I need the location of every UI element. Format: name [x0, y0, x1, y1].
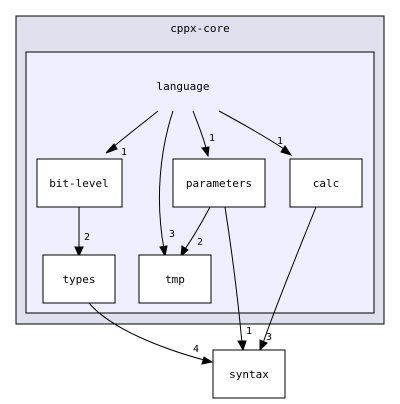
edge-label-bit-level-types: 2	[84, 232, 90, 243]
node-syntax-label: syntax	[229, 368, 269, 381]
node-parameters-label: parameters	[186, 177, 252, 190]
node-bit-level[interactable]: bit-level	[36, 158, 123, 208]
edge-label-language-tmp: 3	[169, 229, 175, 240]
edge-parameters-tmp: 2	[180, 206, 211, 258]
node-types[interactable]: types	[42, 254, 116, 304]
edge-language-parameters: 1	[192, 110, 215, 158]
edge-language-tmp: 3	[158, 110, 175, 258]
edge-types-syntax: 4	[88, 302, 214, 365]
edge-label-parameters-tmp: 2	[197, 237, 203, 248]
edge-label-types-syntax: 4	[193, 344, 199, 355]
edge-parameters-syntax: 1	[224, 206, 252, 352]
edge-label-language-bit-level: 1	[121, 147, 127, 158]
node-parameters[interactable]: parameters	[172, 158, 266, 208]
cluster-language-label: language	[157, 80, 210, 93]
edge-calc-syntax: 3	[259, 206, 317, 352]
node-calc[interactable]: calc	[289, 158, 363, 208]
edge-label-calc-syntax: 3	[266, 332, 272, 343]
edge-language-calc: 1	[218, 110, 293, 156]
node-types-label: types	[62, 273, 95, 286]
node-syntax[interactable]: syntax	[212, 349, 286, 399]
node-calc-label: calc	[313, 177, 340, 190]
node-tmp[interactable]: tmp	[138, 254, 212, 304]
edge-bit-level-types: 2	[74, 207, 90, 258]
edge-label-language-parameters: 1	[209, 133, 215, 144]
edge-language-bit-level: 1	[105, 110, 159, 158]
cluster-cppx-core-label: cppx-core	[170, 22, 230, 35]
edge-label-language-calc: 1	[277, 136, 283, 147]
node-tmp-label: tmp	[165, 273, 185, 286]
edge-label-parameters-syntax: 1	[246, 326, 252, 337]
node-bit-level-label: bit-level	[49, 177, 109, 190]
